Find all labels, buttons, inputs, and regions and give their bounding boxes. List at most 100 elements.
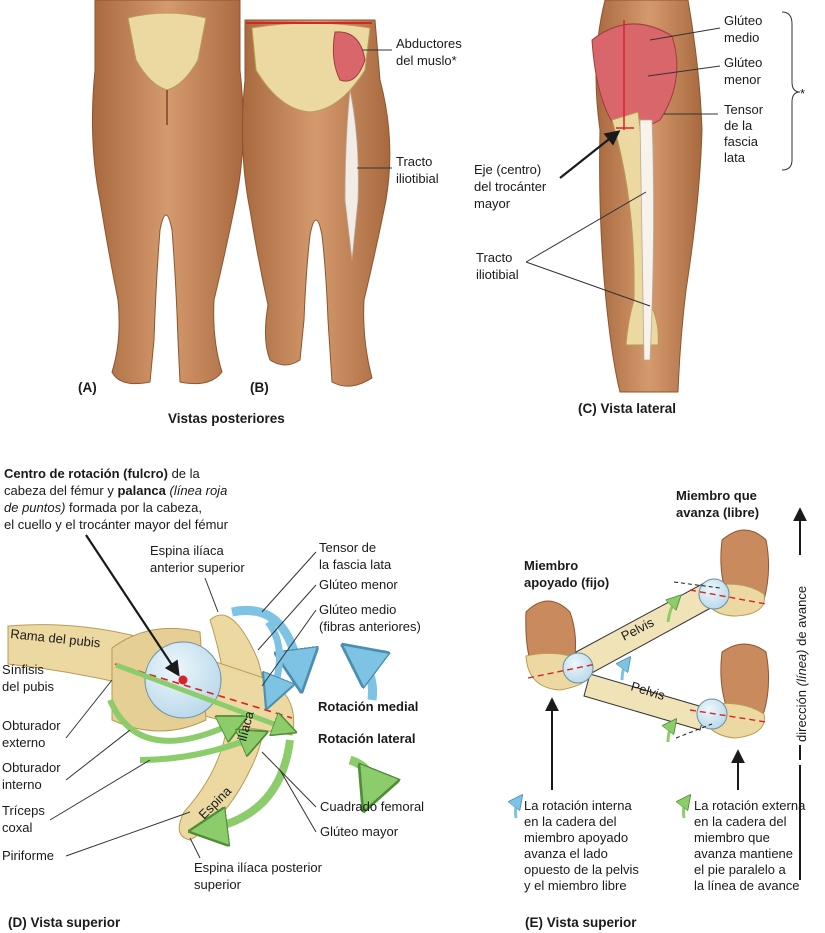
arrow-fulcro	[85, 534, 180, 677]
triceps-line-1: Tríceps	[2, 803, 45, 818]
small-arrow-green-top	[668, 598, 678, 623]
sacrum-bone-a	[127, 12, 207, 91]
intro-line-2a: cabeza del fémur y	[4, 483, 117, 498]
label-gluteo-medio-d: Glúteo medio (fibras anteriores)	[319, 602, 421, 634]
leader-triceps	[49, 759, 151, 821]
note-right-line-2: en la cadera del	[694, 814, 787, 829]
leader-gluteo-menor-c	[647, 65, 721, 77]
intro-line-3-italic: de puntos)	[4, 500, 65, 515]
leader-obturador-externo	[65, 679, 113, 739]
note-right-green-icon	[684, 798, 689, 819]
miembro-apoyado-line-1: Miembro	[524, 558, 578, 573]
direction-label-bg	[788, 555, 812, 745]
panel-c-figure	[591, 0, 703, 393]
leader-gluteo-medio-c	[649, 27, 721, 41]
panel-d-figure	[7, 606, 300, 840]
arrow-eje	[559, 130, 621, 179]
panel-e-caption: (E) Vista superior	[525, 915, 637, 930]
miembro-avanza-line-1: Miembro que	[676, 488, 757, 503]
note-right-line-6: la línea de avance	[694, 878, 800, 893]
label-tensor-d: Tensor de la fascia lata	[319, 540, 392, 572]
gluteal-muscles-c	[591, 23, 678, 130]
leader-obturador-interno	[65, 729, 131, 781]
note-left-line-2: en la cadera del	[524, 814, 617, 829]
panel-a-letter: (A)	[78, 380, 97, 395]
note-left-line-1: La rotación interna	[524, 798, 632, 813]
note-left: La rotación interna en la cadera del mie…	[524, 798, 643, 893]
tracto-b-line-2: iliotibial	[396, 171, 439, 186]
direction-part-1: dirección	[794, 686, 809, 742]
blue-arrow-tensor	[231, 606, 300, 680]
intro-line-1-bold: Centro de rotación (fulcro)	[4, 466, 168, 481]
panel-b-figure	[241, 19, 391, 387]
small-arrow-green-bottom	[668, 722, 674, 743]
note-right-line-4: avanza mantiene	[694, 846, 793, 861]
espina-posterior-line-1: Espina ilíaca posterior	[194, 860, 323, 875]
leader-cuadrado	[261, 751, 317, 808]
label-espina-anterior: Espina ilíaca anterior superior	[150, 543, 245, 575]
label-gluteo-mayor: Glúteo mayor	[320, 824, 399, 839]
note-right-line-5: el pie paralelo a	[694, 862, 787, 877]
small-arrow-blue-center	[622, 660, 628, 681]
label-eje: Eje (centro) del trocánter mayor	[474, 162, 550, 211]
obturador-externo-line-2: externo	[2, 735, 45, 750]
label-gluteo-menor-c: Glúteo menor	[724, 55, 766, 87]
eje-line-2: del trocánter	[474, 179, 547, 194]
leader-gluteo-medio-d	[261, 609, 317, 687]
label-miembro-apoyado: Miembro apoyado (fijo)	[524, 558, 609, 590]
note-right-line-1: La rotación externa	[694, 798, 806, 813]
bracket-abductors	[781, 11, 801, 171]
intro-line-1-rest: de la	[168, 466, 201, 481]
obturador-externo-line-1: Obturador	[2, 718, 61, 733]
gluteo-medio-c-line-2: medio	[724, 30, 759, 45]
label-direction: dirección (línea) de avance	[794, 586, 809, 742]
axis-avanza-top	[689, 589, 767, 605]
iliotibial-tract-b	[344, 89, 359, 261]
green-arrow-triceps	[139, 735, 260, 763]
abductor-muscle-b	[332, 31, 366, 82]
label-espina-posterior: Espina ilíaca posterior superior	[194, 860, 326, 892]
panel-e-figure	[525, 529, 770, 743]
espina-posterior-line-2: superior	[194, 877, 242, 892]
intro-line-4: el cuello y el trocánter mayor del fémur	[4, 517, 229, 532]
arrow-rotacion-lateral	[348, 755, 371, 800]
label-rotacion-medial: Rotación medial	[318, 699, 418, 714]
note-left-line-3: miembro apoyado	[524, 830, 628, 845]
leader-espina-posterior	[189, 837, 201, 859]
asterisk-c: *	[800, 86, 805, 101]
label-gluteo-menor-d: Glúteo menor	[319, 577, 398, 592]
tensor-c-line-4: lata	[724, 150, 746, 165]
label-sinfisis: Sínfisis del pubis	[2, 662, 55, 694]
abductores-line-1: Abductores	[396, 36, 462, 51]
foot-avanza-bottom	[720, 643, 770, 719]
axis-avanza-bottom	[689, 709, 767, 723]
note-left-line-6: y el miembro libre	[524, 878, 627, 893]
direction-part-2: (línea)	[794, 650, 809, 687]
leader-tracto-c-2	[525, 261, 651, 307]
tensor-d-line-2: la fascia lata	[319, 557, 392, 572]
gluteo-medio-d-line-1: Glúteo medio	[319, 602, 396, 617]
sinfisis-line-1: Sínfisis	[2, 662, 44, 677]
blue-arrow-gluteo-menor	[268, 619, 280, 700]
label-miembro-avanza: Miembro que avanza (libre)	[676, 488, 761, 520]
obturador-interno-line-2: interno	[2, 777, 42, 792]
panel-b-letter: (B)	[250, 380, 269, 395]
label-tracto-b: Tracto iliotibial	[396, 154, 439, 186]
tracto-c-line-2: iliotibial	[476, 267, 519, 282]
label-obturador-externo: Obturador externo	[2, 718, 64, 750]
panel-d-intro: Centro de rotación (fulcro) de la cabeza…	[4, 466, 231, 532]
label-tensor-c: Tensor de la fascia lata	[724, 102, 767, 165]
leader-tracto-c-1	[525, 191, 647, 263]
label-triceps: Tríceps coxal	[2, 803, 48, 835]
panel-a-figure	[91, 0, 244, 385]
tensor-d-line-1: Tensor de	[319, 540, 376, 555]
tensor-c-line-1: Tensor	[724, 102, 764, 117]
note-left-line-4: avanza el lado	[524, 846, 608, 861]
note-left-blue-icon	[516, 798, 521, 819]
rotation-center	[178, 675, 188, 685]
label-cuadrado: Cuadrado femoral	[320, 799, 424, 814]
label-rotacion-lateral: Rotación lateral	[318, 731, 416, 746]
obturador-interno-line-1: Obturador	[2, 760, 61, 775]
tracto-b-line-1: Tracto	[396, 154, 432, 169]
